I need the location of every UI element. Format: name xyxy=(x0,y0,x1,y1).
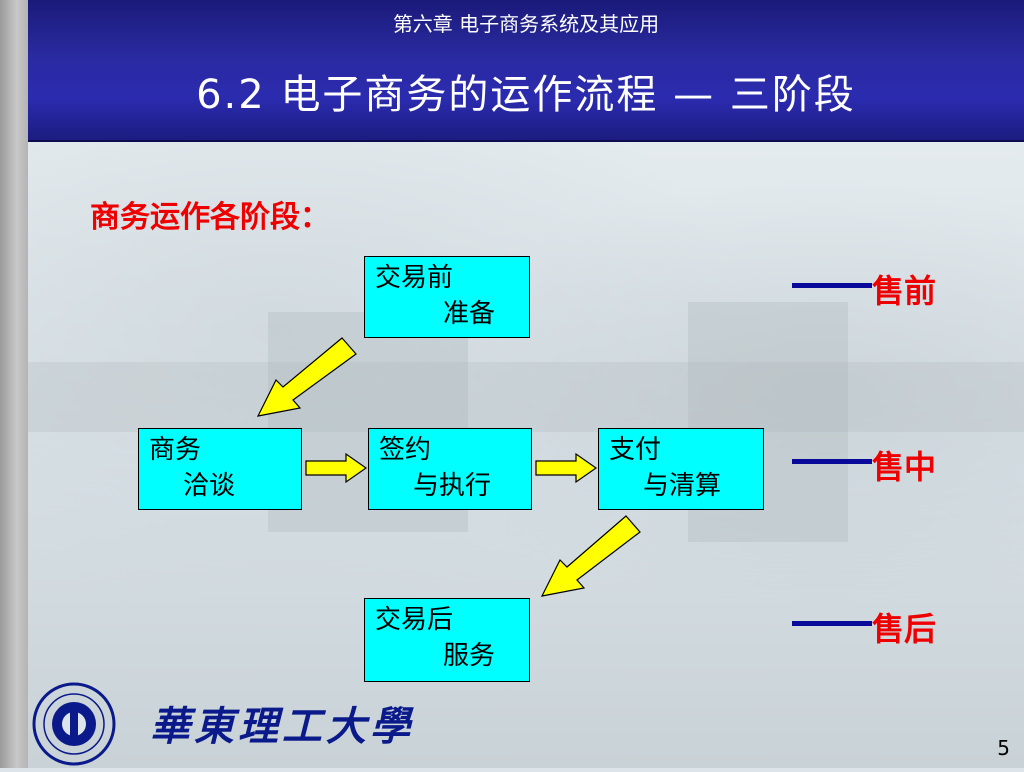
background-ground xyxy=(28,362,1024,432)
stage-in-sale: 售中 xyxy=(792,442,962,486)
stage-pre-sale: 售前 xyxy=(792,266,962,310)
box-line2: 服务 xyxy=(443,641,496,671)
box-line1: 交易前 xyxy=(375,263,454,293)
box-line2: 准备 xyxy=(443,299,496,329)
chapter-title: 第六章 电子商务系统及其应用 xyxy=(392,12,660,36)
box-line1: 商务 xyxy=(149,435,202,465)
stage-dash xyxy=(792,459,872,464)
stage-dash xyxy=(792,283,872,288)
box-payment-settlement: 支付 与清算 xyxy=(598,428,764,510)
box-line1: 签约 xyxy=(379,435,432,465)
box-post-trade-service: 交易后 服务 xyxy=(364,598,530,682)
stage-label: 售后 xyxy=(872,610,937,648)
page-number: 5 xyxy=(997,736,1010,760)
stage-label: 售中 xyxy=(872,448,937,486)
section-heading: 商务运作各阶段： xyxy=(90,200,330,235)
arrow-right-1 xyxy=(305,452,368,484)
arrow-down-left-2 xyxy=(540,515,641,597)
university-logo-area: 華東理工大學 xyxy=(30,680,410,768)
slide-title: 6.2 电子商务的运作流程 — 三阶段 xyxy=(196,72,856,118)
box-line2: 洽谈 xyxy=(183,471,236,501)
box-business-negotiation: 商务 洽谈 xyxy=(138,428,302,510)
box-line1: 交易后 xyxy=(375,605,454,635)
stage-label: 售前 xyxy=(872,272,937,310)
stage-after-sale: 售后 xyxy=(792,604,962,648)
arrow-down-left-1 xyxy=(256,337,357,417)
box-pre-trade-preparation: 交易前 准备 xyxy=(364,256,530,338)
slide-header: 第六章 电子商务系统及其应用 6.2 电子商务的运作流程 — 三阶段 xyxy=(28,0,1024,142)
box-line2: 与清算 xyxy=(643,471,722,501)
left-decorative-bar xyxy=(0,0,28,768)
arrow-right-2 xyxy=(535,452,598,484)
box-line1: 支付 xyxy=(609,435,662,465)
box-contract-execution: 签约 与执行 xyxy=(368,428,532,510)
stage-dash xyxy=(792,621,872,626)
university-seal-icon xyxy=(32,682,116,766)
box-line2: 与执行 xyxy=(413,471,492,501)
university-name: 華東理工大學 xyxy=(150,703,414,750)
